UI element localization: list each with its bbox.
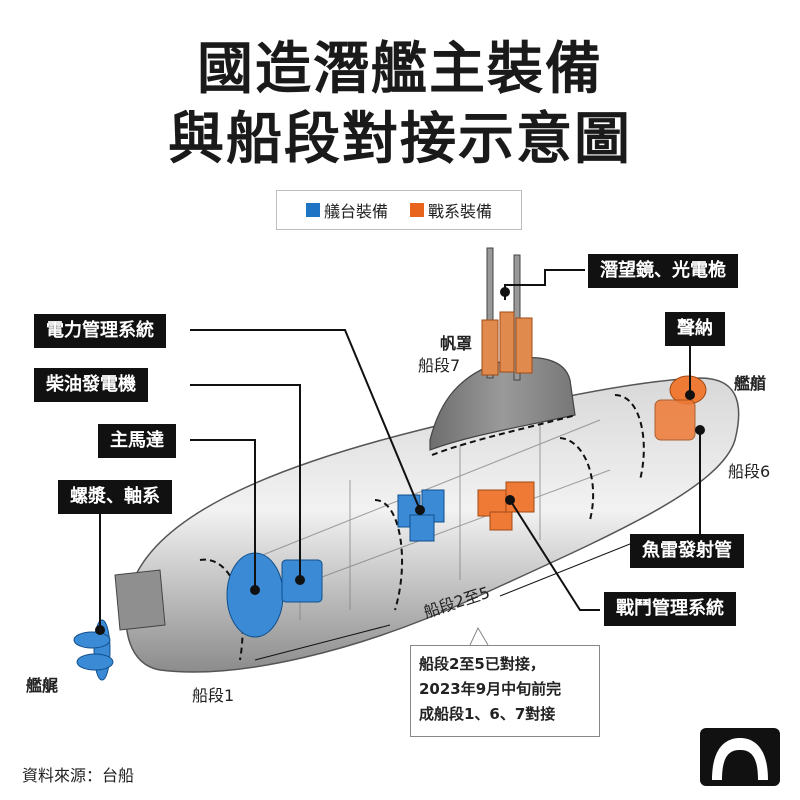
mast-left xyxy=(486,247,494,379)
status-note-line-3: 成船段1、6、7對接 xyxy=(419,705,556,723)
title-line-1: 國造潛艦主裝備 xyxy=(197,37,603,102)
section-dividers xyxy=(199,394,645,661)
callout-diesel-generator: 柴油發電機 xyxy=(34,368,148,402)
legend-label-combat: 戰系裝備 xyxy=(428,202,493,221)
status-note: 船段2至5已對接， 2023年9月中旬前完 成船段1、6、7對接 xyxy=(410,645,600,737)
logo xyxy=(700,728,780,786)
status-note-line-2: 2023年9月中旬前完 xyxy=(419,680,562,698)
mast-base-mid xyxy=(499,311,515,373)
callout-sonar: 聲納 xyxy=(665,312,725,346)
leader-lines xyxy=(95,269,705,661)
label-section-6: 船段6 xyxy=(728,462,771,481)
label-sail: 帆罩 xyxy=(440,334,473,353)
label-stern: 艦艉 xyxy=(26,676,59,695)
legend-item-outfitting: 艤台裝備 xyxy=(305,198,388,222)
callout-torpedo-tubes: 魚雷發射管 xyxy=(630,534,744,568)
callout-main-motor: 主馬達 xyxy=(98,424,176,458)
torpedo-tubes xyxy=(654,399,696,441)
combat-management-unit-3 xyxy=(489,511,513,531)
legend: 艤台裝備 戰系裝備 xyxy=(276,190,522,230)
rudder xyxy=(114,569,166,631)
legend-item-combat: 戰系裝備 xyxy=(410,198,492,222)
label-bow: 艦艏 xyxy=(734,374,767,393)
callout-power-management: 電力管理系統 xyxy=(34,314,166,348)
callout-propeller-shaft: 螺漿、軸系 xyxy=(58,480,172,514)
sail xyxy=(429,357,576,451)
legend-swatch-outfitting xyxy=(305,203,320,217)
propeller xyxy=(73,619,114,681)
power-management-unit-3 xyxy=(409,514,435,542)
label-section-1: 船段1 xyxy=(192,686,235,705)
mast-base-left xyxy=(481,319,499,376)
status-note-line-1: 船段2至5已對接， xyxy=(419,655,545,673)
callout-combat-management: 戰鬥管理系統 xyxy=(604,592,736,626)
mast-base-right xyxy=(515,317,533,374)
note-pointer xyxy=(469,626,489,646)
title-line-2: 與船段對接示意圖 xyxy=(168,107,632,172)
legend-label-outfitting: 艤台裝備 xyxy=(323,202,388,221)
source-credit: 資料來源：台船 xyxy=(22,766,135,785)
label-section-7: 船段7 xyxy=(418,356,461,375)
callout-periscope: 潛望鏡、光電桅 xyxy=(588,254,738,288)
legend-swatch-combat xyxy=(410,203,424,217)
